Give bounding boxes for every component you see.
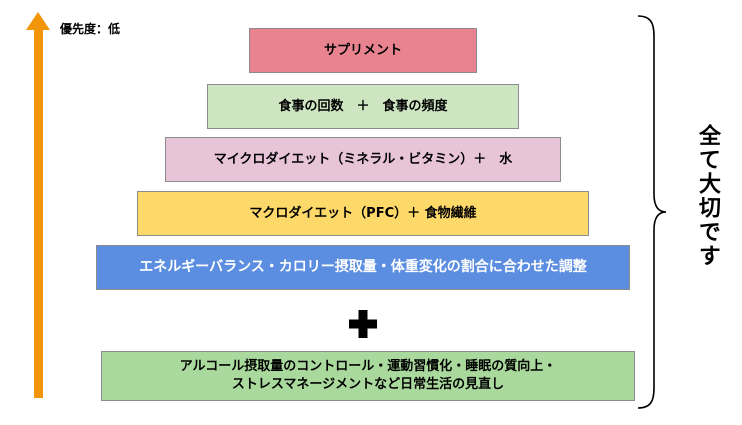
right-curly-brace-icon <box>637 15 667 409</box>
priority-arrow-shaft <box>34 28 43 398</box>
priority-label: 優先度：低 <box>60 22 121 36</box>
tier-lifestyle-label: アルコール摂取量のコントロール・運動習慣化・睡眠の質向上・ ストレスマネージメン… <box>179 359 557 392</box>
tier-micro-diet: マイクロダイエット（ミネラル・ビタミン）＋ 水 <box>165 137 561 182</box>
tier-energy-balance-label: エネルギーバランス・カロリー摂取量・体重変化の割合に合わせた調整 <box>139 259 587 276</box>
up-arrow-icon <box>26 12 50 30</box>
tier-supplement-label: サプリメント <box>323 42 402 58</box>
tier-macro-diet-label: マクロダイエット（PFC）＋ 食物繊維 <box>249 205 477 221</box>
tier-meal-frequency-label: 食事の回数 ＋ 食事の頻度 <box>278 98 448 114</box>
plus-icon <box>349 310 377 338</box>
tier-supplement: サプリメント <box>249 28 477 73</box>
tier-macro-diet: マクロダイエット（PFC）＋ 食物繊維 <box>137 191 589 236</box>
tier-micro-diet-label: マイクロダイエット（ミネラル・ビタミン）＋ 水 <box>213 151 513 167</box>
all-important-label: 全て大切です <box>695 124 720 268</box>
tier-meal-frequency: 食事の回数 ＋ 食事の頻度 <box>207 84 519 129</box>
tier-energy-balance: エネルギーバランス・カロリー摂取量・体重変化の割合に合わせた調整 <box>96 245 630 290</box>
tier-lifestyle: アルコール摂取量のコントロール・運動習慣化・睡眠の質向上・ ストレスマネージメン… <box>101 351 635 401</box>
